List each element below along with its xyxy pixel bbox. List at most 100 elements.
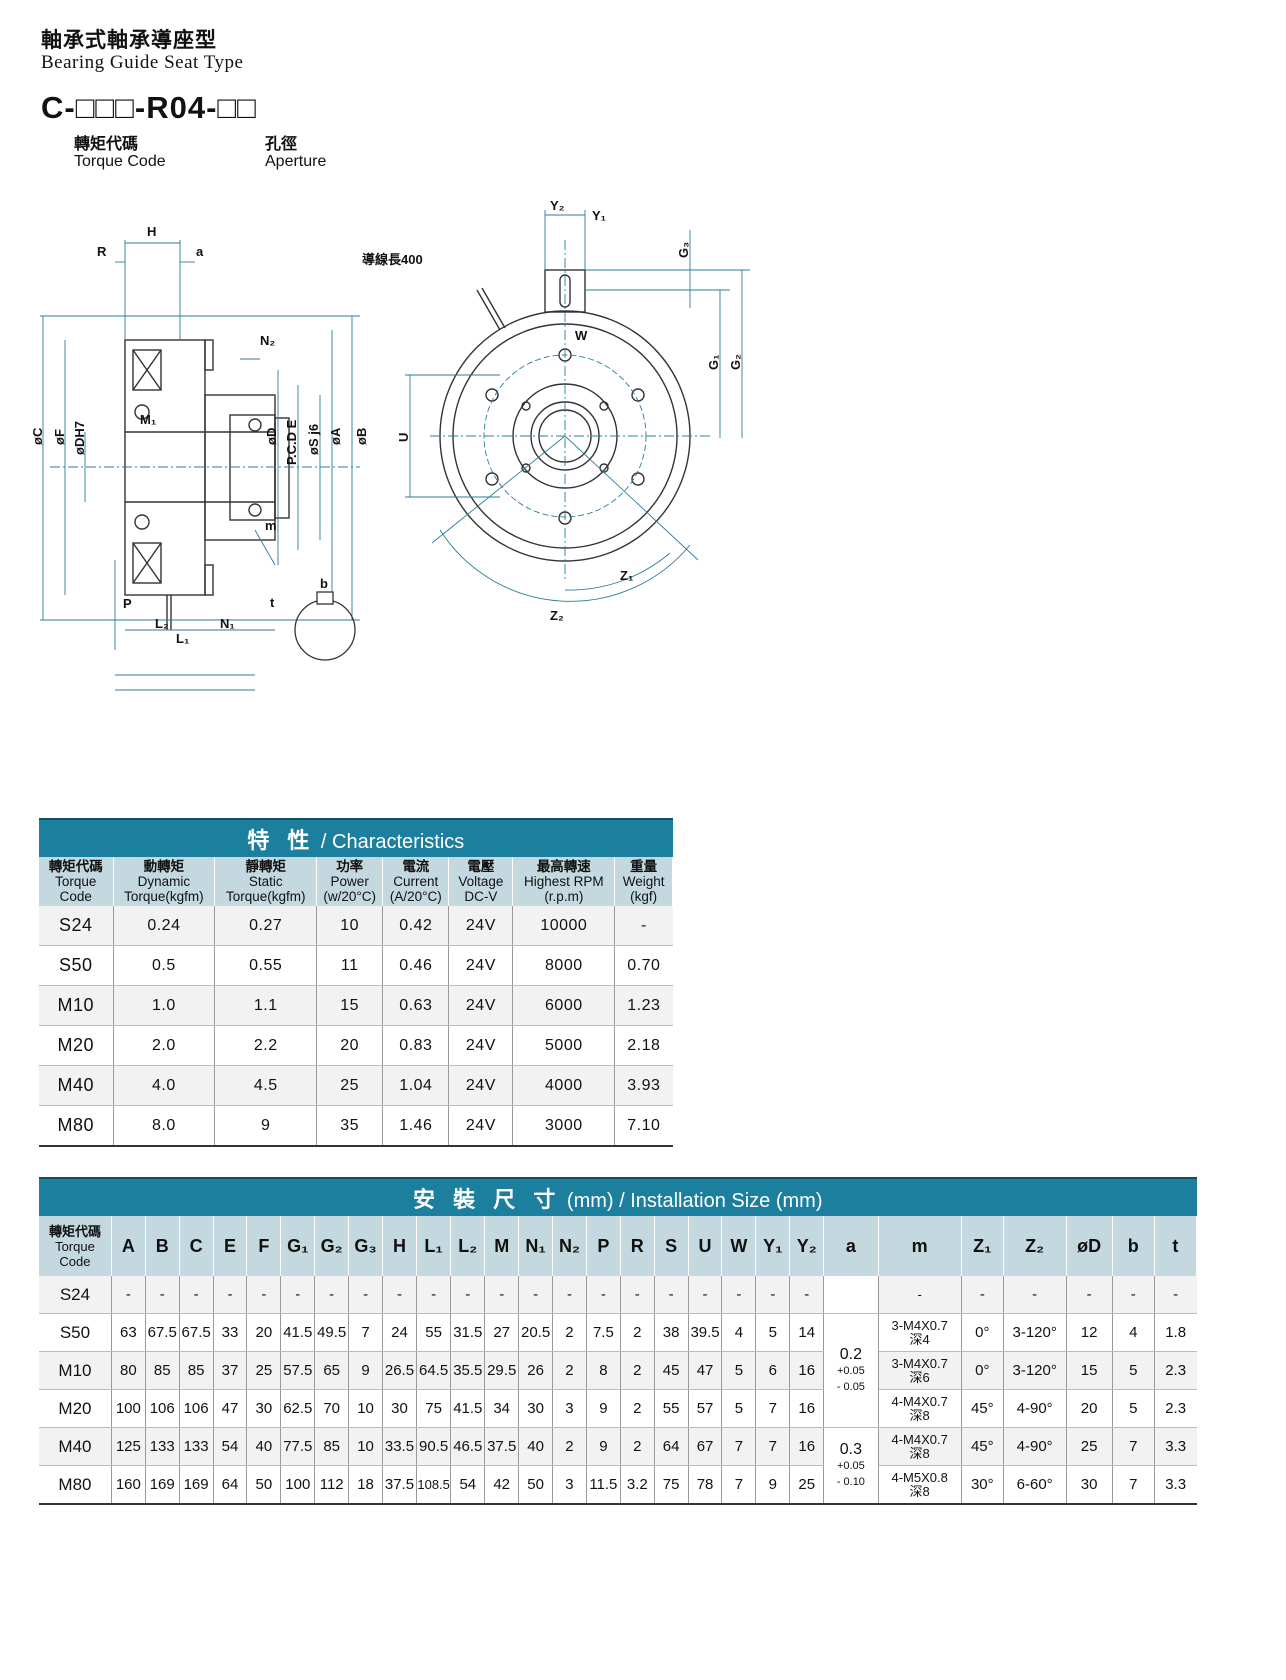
table-cell: 25 [246, 1351, 282, 1390]
a-tol-bot: - 0.05 [836, 1380, 865, 1393]
table-cell: 11 [316, 945, 384, 986]
table-cell: 64 [654, 1427, 689, 1466]
table-cell: 7.5 [586, 1313, 621, 1352]
a-main: 0.2 [839, 1345, 862, 1363]
table-cell: 78 [688, 1465, 723, 1505]
installation-col-24: Z₂ [1003, 1216, 1067, 1276]
col-zh: 電壓 [467, 859, 495, 874]
table-cell: 1.23 [614, 985, 673, 1026]
col-zh: 功率 [336, 859, 364, 874]
table-cell: 3.93 [614, 1065, 673, 1106]
m-thread: 3-M4X0.7 [891, 1355, 948, 1371]
col-zh: 最高轉速 [536, 859, 591, 874]
table-cell-d: 20 [1066, 1389, 1113, 1428]
installation-col-16: S [654, 1216, 689, 1276]
a-main: 0.3 [839, 1440, 862, 1458]
installation-col-15: R [620, 1216, 655, 1276]
label-a-dia: øA [328, 427, 343, 445]
col-en2: (kgf) [630, 889, 658, 904]
table-cell: 16 [789, 1351, 825, 1390]
installation-col-6: G₂ [314, 1216, 350, 1276]
label-y2: Y₂ [550, 200, 565, 213]
m-depth: 深8 [909, 1483, 930, 1499]
table-cell-z2: 6-60° [1003, 1465, 1067, 1505]
table-cell: 0.46 [382, 945, 450, 986]
table-cell: 45 [654, 1351, 689, 1390]
table-cell: 24V [448, 1105, 514, 1147]
table-cell-z2: 4-90° [1003, 1389, 1067, 1428]
table-cell: - [246, 1276, 282, 1314]
characteristics-header: 特 性 / Characteristics [39, 819, 673, 857]
table-cell: - [416, 1276, 452, 1314]
col-zh: 轉矩代碼 [48, 1223, 101, 1239]
table-cell-z1: 45° [961, 1427, 1004, 1466]
table-cell: 34 [484, 1389, 520, 1428]
table-cell: 41.5 [280, 1313, 316, 1352]
table-cell: 67 [688, 1427, 723, 1466]
col-zh: 靜轉矩 [245, 859, 286, 874]
a-tol-bot: - 0.10 [836, 1475, 865, 1488]
label-z2: Z₂ [550, 608, 564, 623]
table-cell: 4 [721, 1313, 757, 1352]
table-cell: 24V [448, 1025, 514, 1066]
table-cell-z1: 45° [961, 1389, 1004, 1428]
table-cell: 20 [316, 1025, 384, 1066]
installation-col-3: E [213, 1216, 248, 1276]
installation-col-12: N₁ [518, 1216, 554, 1276]
table-cell: - [552, 1276, 587, 1314]
table-cell: - [484, 1276, 520, 1314]
installation-col-5: G₁ [280, 1216, 316, 1276]
col-en2: (w/20°C) [323, 889, 377, 904]
table-cell: 54 [450, 1465, 486, 1505]
technical-drawing: H R a N₂ M₁ m P L₂ N₁ L₁ b t 導線長400 Y₂ Y… [30, 200, 750, 691]
label-n2: N₂ [260, 333, 275, 348]
aperture-label: 孔徑 Aperture [265, 136, 326, 170]
table-cell: 30 [246, 1389, 282, 1428]
table-cell: 20.5 [518, 1313, 554, 1352]
table-cell: 9 [214, 1105, 318, 1147]
row-code: S24 [39, 1276, 112, 1314]
table-cell-b: 5 [1112, 1389, 1155, 1428]
table-cell: 0.70 [614, 945, 673, 986]
table-cell: - [280, 1276, 316, 1314]
table-cell-b: - [1112, 1276, 1155, 1314]
label-g2: G₂ [728, 354, 743, 370]
table-cell-t: 3.3 [1154, 1465, 1197, 1505]
table-cell: 14 [789, 1313, 825, 1352]
table-cell: M20 [39, 1025, 114, 1066]
table-cell: 38 [654, 1313, 689, 1352]
installation-title-en: / Installation Size (mm) [619, 1189, 823, 1212]
table-cell: - [721, 1276, 757, 1314]
table-cell: - [789, 1276, 825, 1314]
table-cell: 27 [484, 1313, 520, 1352]
m-depth: 深6 [909, 1369, 930, 1385]
model-code: C-□□□-R04-□□ [41, 90, 257, 125]
table-cell: 2 [620, 1313, 655, 1352]
col-en1: Current [393, 874, 439, 889]
col-zh: 重量 [630, 859, 658, 874]
table-cell: 7 [755, 1427, 791, 1466]
table-cell-d: 15 [1066, 1351, 1113, 1390]
col-zh: 轉矩代碼 [48, 859, 103, 874]
col-en2: Code [59, 889, 92, 904]
label-t: t [270, 595, 275, 610]
table-cell: 0.55 [214, 945, 318, 986]
table-cell: 37.5 [484, 1427, 520, 1466]
a-value-group-1: 0.2+0.05- 0.05 [823, 1313, 879, 1428]
table-cell: 3000 [512, 1105, 616, 1147]
label-y1: Y₁ [592, 208, 606, 223]
table-cell: 20 [246, 1313, 282, 1352]
m-thread: 4-M4X0.7 [891, 1393, 948, 1409]
table-cell: 5000 [512, 1025, 616, 1066]
row-code: S50 [39, 1313, 112, 1352]
